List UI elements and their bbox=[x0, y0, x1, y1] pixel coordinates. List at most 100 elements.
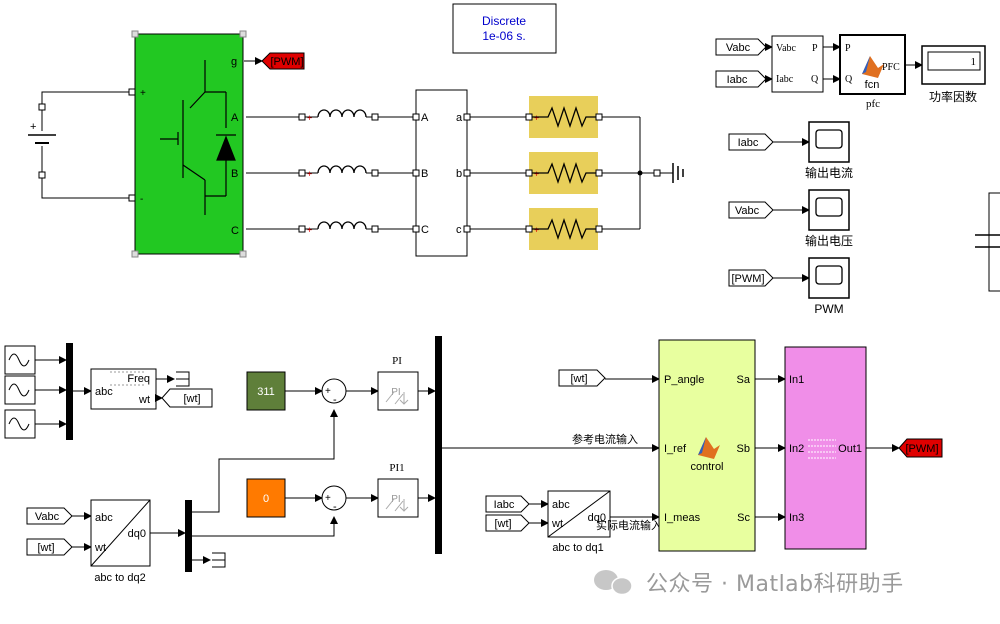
igbt-diode-icon bbox=[160, 60, 236, 215]
pll-out-freq: Freq bbox=[127, 373, 150, 385]
sum-q-plus: + bbox=[325, 493, 331, 504]
meas-in-b: B bbox=[421, 168, 428, 180]
mux-dq[interactable] bbox=[435, 336, 442, 554]
inverter-port-c: C bbox=[231, 225, 239, 237]
scope-current-from[interactable]: Iabc bbox=[728, 133, 774, 151]
pfc-fcn-block[interactable]: P Q PFC fcn bbox=[839, 34, 906, 95]
powergui-block[interactable]: Discrete 1e-06 s. bbox=[452, 3, 557, 54]
pwm-subsystem[interactable]: In1 In2 In3 Out1 bbox=[784, 346, 867, 550]
iabc-from-pfc[interactable]: Iabc bbox=[715, 70, 767, 88]
wire-dc-minus bbox=[41, 178, 132, 199]
wt-from-dq1[interactable]: [wt] bbox=[485, 514, 530, 532]
pi1-inner: PI bbox=[391, 494, 400, 505]
offscreen-block-edge bbox=[975, 192, 1000, 292]
svg-text:+: + bbox=[534, 225, 539, 235]
pq-in-i: Iabc bbox=[776, 74, 794, 85]
abc-to-dq1-block[interactable]: abc wt dq0 bbox=[547, 490, 611, 538]
vabc-from-pfc[interactable]: Vabc bbox=[715, 38, 767, 56]
meas-in-a: A bbox=[421, 112, 429, 124]
svg-text:+: + bbox=[307, 113, 312, 123]
svg-text:+: + bbox=[307, 225, 312, 235]
sum-q-minus: - bbox=[333, 501, 337, 513]
control-in-i-meas: I_meas bbox=[664, 512, 701, 524]
mux-sine[interactable] bbox=[66, 343, 73, 440]
sine-source-2[interactable] bbox=[4, 375, 36, 405]
pq-measurement-block[interactable]: Vabc Iabc P Q bbox=[771, 35, 824, 93]
pwm-from-top[interactable]: [PWM] bbox=[244, 52, 305, 70]
pi1-controller[interactable]: PI bbox=[377, 478, 419, 518]
load-a[interactable]: + bbox=[525, 96, 603, 138]
meas-out-a: a bbox=[456, 112, 463, 124]
dq2-caption: abc to dq2 bbox=[94, 572, 145, 584]
subsystem-preview-icon bbox=[808, 439, 836, 459]
iabc-from-dq1[interactable]: Iabc bbox=[485, 495, 530, 513]
meas-out-b: b bbox=[456, 168, 462, 180]
iabc-from-dq1-label: Iabc bbox=[494, 499, 515, 511]
vabc-from-dq2-label: Vabc bbox=[35, 511, 60, 523]
inverter-port-plus: + bbox=[140, 88, 146, 99]
pi1-caption: PI1 bbox=[389, 462, 404, 474]
scope-pwm-from[interactable]: [PWM] bbox=[728, 269, 774, 287]
control-out-sb: Sb bbox=[737, 443, 750, 455]
load-b[interactable]: + bbox=[525, 152, 603, 194]
fcn-out: PFC bbox=[882, 62, 900, 73]
pwm-in2: In2 bbox=[789, 443, 804, 455]
sine-source-3[interactable] bbox=[4, 409, 36, 439]
scope-voltage-from[interactable]: Vabc bbox=[728, 201, 774, 219]
sine-source-1[interactable] bbox=[4, 345, 36, 375]
scope-voltage[interactable] bbox=[808, 189, 850, 231]
iabc-from-pfc-label: Iabc bbox=[727, 74, 748, 86]
watermark-text: 公众号 · Matlab科研助手 bbox=[646, 572, 904, 597]
vabc-from-dq2[interactable]: Vabc bbox=[26, 507, 73, 525]
scope-current-tag: Iabc bbox=[738, 137, 759, 149]
scope-pwm[interactable] bbox=[808, 257, 850, 299]
scope-pwm-tag: [PWM] bbox=[732, 273, 765, 285]
wt-goto[interactable]: [wt] bbox=[161, 388, 213, 408]
ground-icon[interactable] bbox=[653, 163, 684, 183]
dq2-port-abc: abc bbox=[95, 512, 113, 524]
svg-text:+: + bbox=[534, 169, 539, 179]
scope-voltage-caption: 输出电压 bbox=[805, 233, 853, 248]
pll-in-label: abc bbox=[95, 386, 113, 398]
dq1-caption: abc to dq1 bbox=[552, 542, 603, 554]
const-0[interactable]: 0 bbox=[246, 478, 286, 518]
pwm-goto-bottom[interactable]: [PWM] bbox=[898, 438, 943, 458]
dq1-port-wt: wt bbox=[551, 518, 563, 530]
abc-to-dq2-block[interactable]: abc wt dq0 bbox=[90, 499, 151, 567]
pll-block[interactable]: abc Freq wt bbox=[90, 368, 157, 410]
pf-display-block[interactable]: 1 bbox=[921, 45, 986, 85]
wt-from-control[interactable]: [wt] bbox=[558, 369, 606, 387]
pi-controller[interactable]: PI bbox=[377, 371, 419, 411]
control-function-block[interactable]: P_angle I_ref I_meas Sa Sb Sc control bbox=[658, 339, 756, 552]
wt-goto-label: [wt] bbox=[183, 393, 200, 405]
neutral-node bbox=[637, 170, 643, 176]
terminator-freq[interactable] bbox=[176, 371, 190, 387]
load-c[interactable]: + bbox=[525, 208, 603, 250]
pwm-in1: In1 bbox=[789, 374, 804, 386]
const-311[interactable]: 311 bbox=[246, 371, 286, 411]
inductor-c[interactable]: + bbox=[298, 221, 379, 235]
inductor-b[interactable]: + bbox=[298, 165, 379, 179]
dc-source[interactable]: + bbox=[28, 103, 56, 179]
pwm-goto-bottom-label: [PWM] bbox=[906, 443, 939, 455]
inverter-bridge[interactable]: g + - A B C bbox=[128, 30, 247, 258]
inverter-port-a: A bbox=[231, 112, 239, 124]
svg-text:+: + bbox=[534, 113, 539, 123]
wt-from-dq2[interactable]: [wt] bbox=[26, 538, 73, 556]
dq2-port-wt: wt bbox=[94, 542, 106, 554]
inductor-a[interactable]: + bbox=[298, 109, 379, 123]
dq1-port-dq0: dq0 bbox=[588, 512, 606, 524]
inverter-port-g: g bbox=[231, 56, 237, 68]
demux-dq2[interactable] bbox=[185, 500, 192, 572]
sum-d[interactable]: + - bbox=[321, 378, 347, 406]
terminator-dq2[interactable] bbox=[212, 552, 226, 568]
powergui-line2: 1e-06 s. bbox=[482, 29, 525, 43]
fcn-in-p: P bbox=[845, 43, 851, 54]
control-in-i-ref: I_ref bbox=[664, 443, 687, 455]
scope-current[interactable] bbox=[808, 121, 850, 163]
sum-q[interactable]: + - bbox=[321, 485, 347, 513]
vi-measurement-block[interactable]: A B C a b c bbox=[412, 89, 471, 257]
pq-in-v: Vabc bbox=[776, 43, 797, 54]
pq-out-p: P bbox=[812, 43, 818, 54]
svg-text:+: + bbox=[307, 169, 312, 179]
